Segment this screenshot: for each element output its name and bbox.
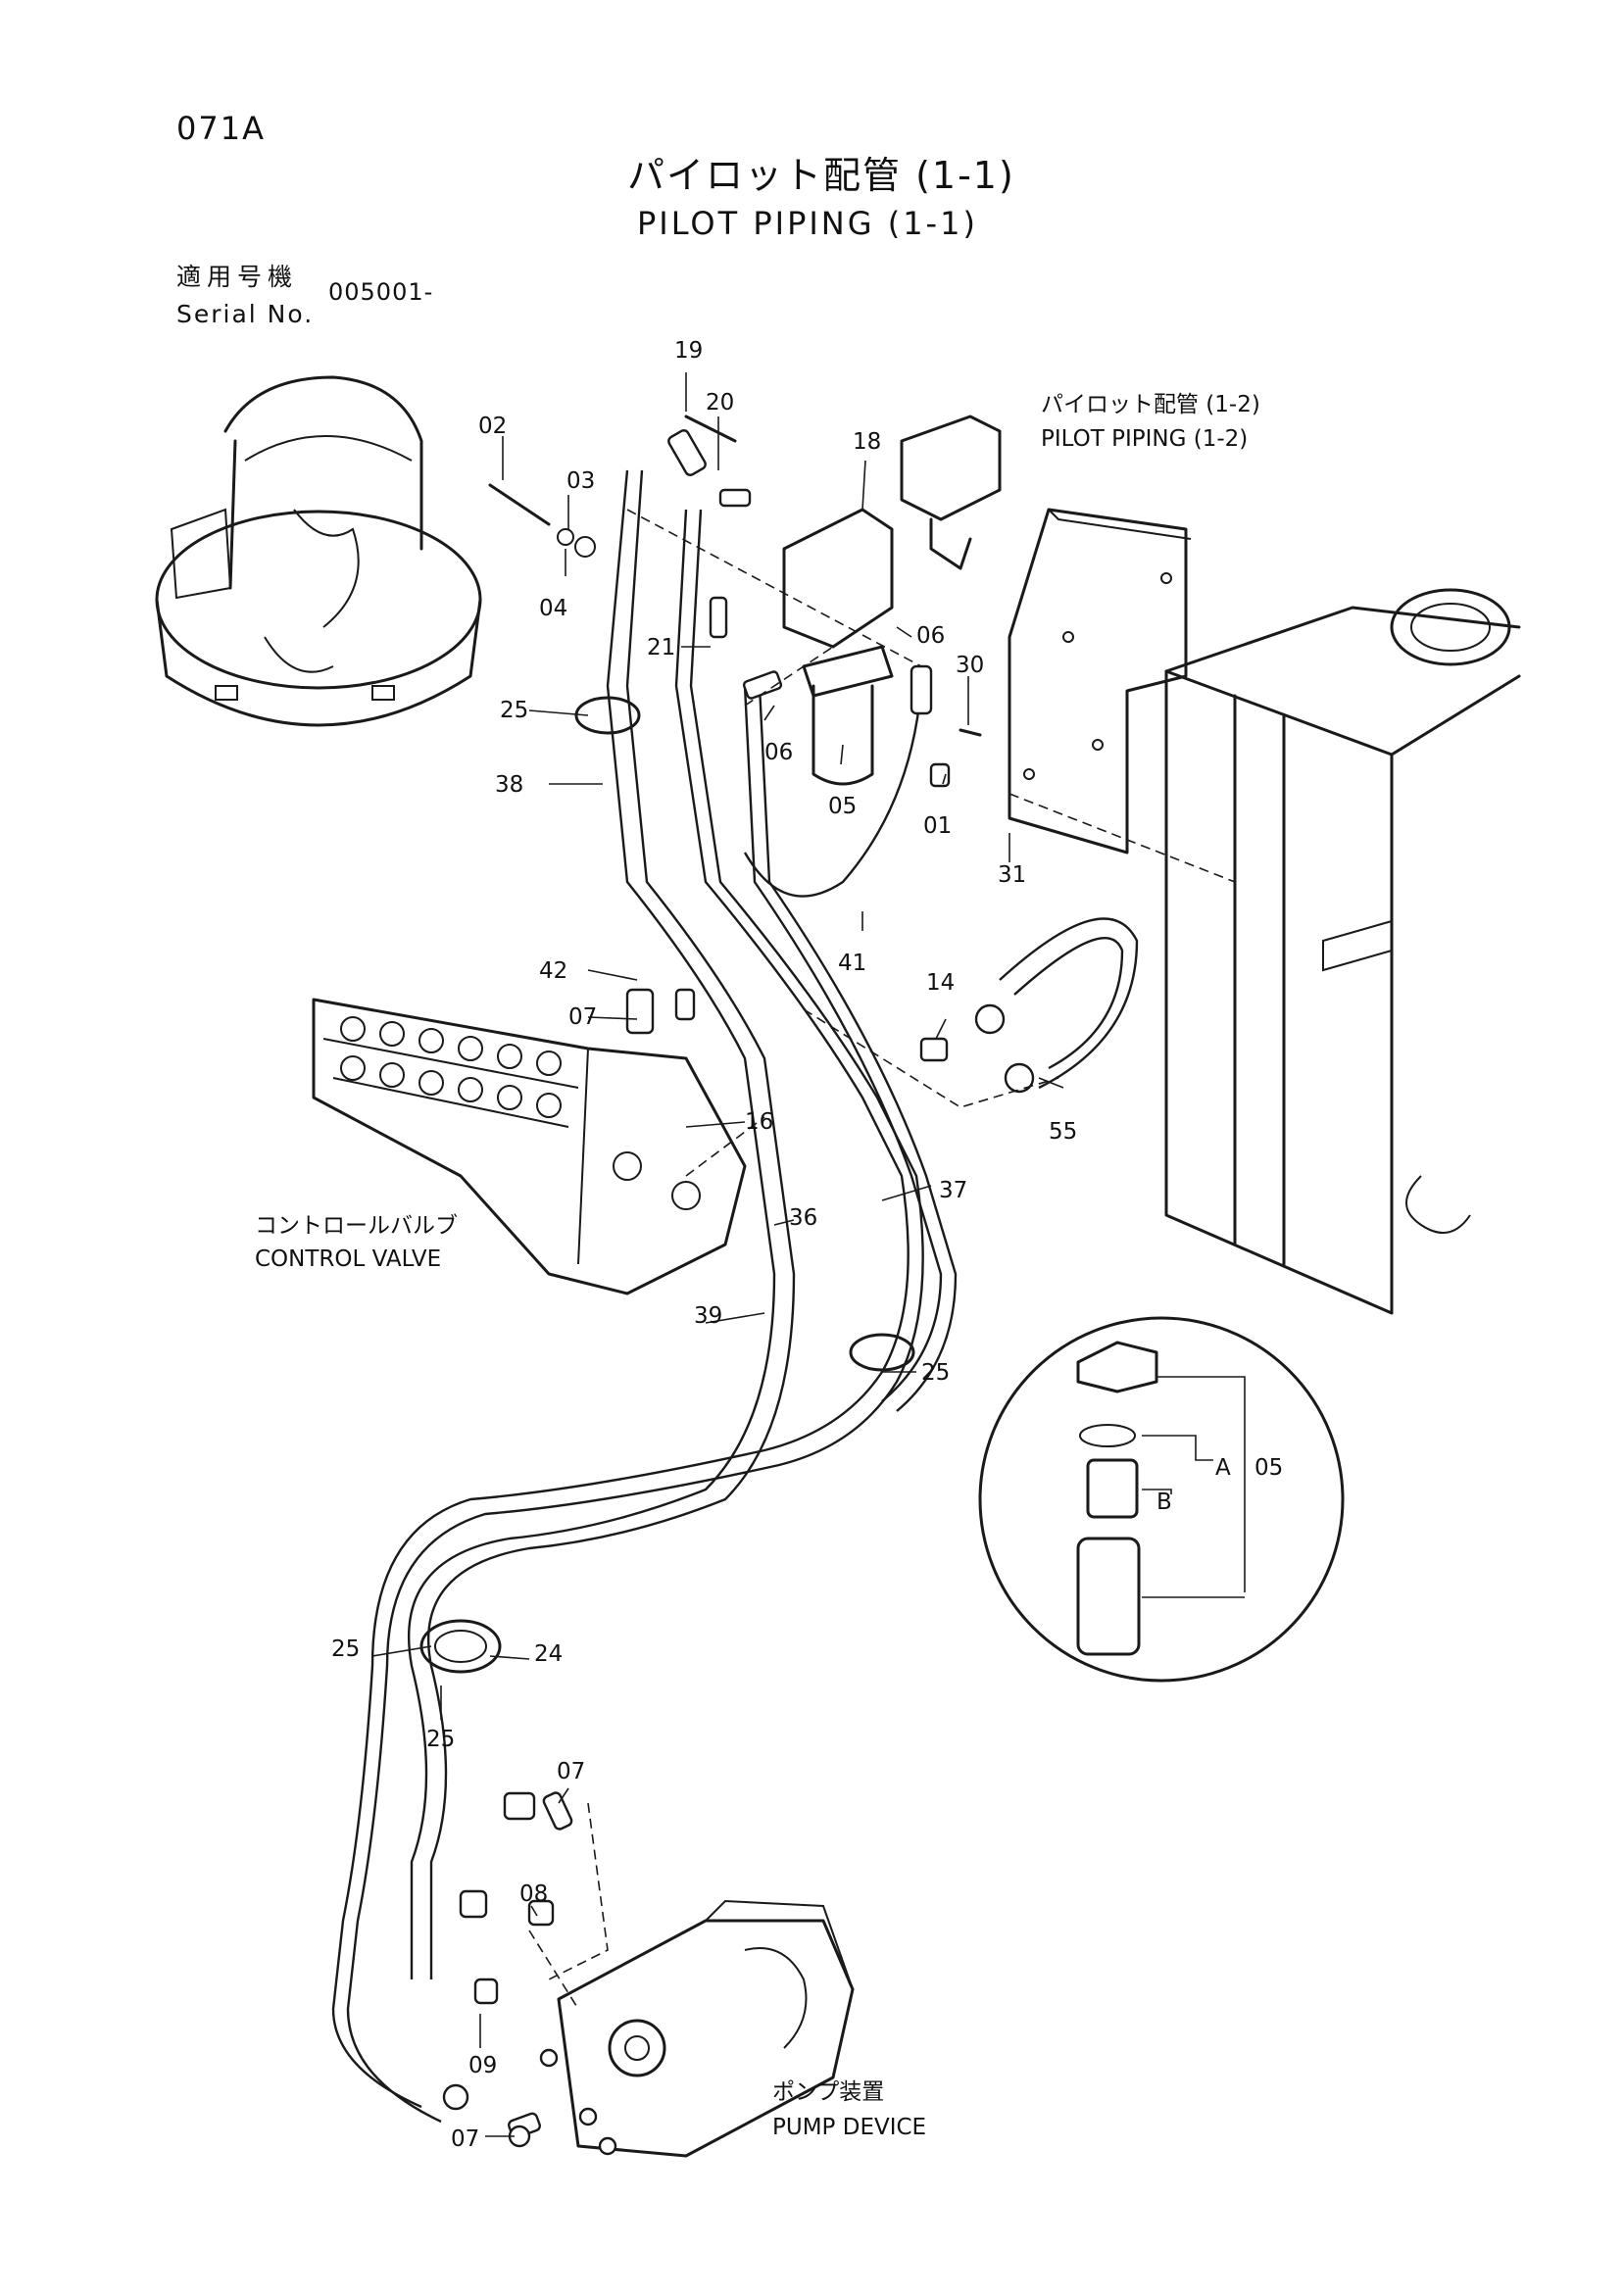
- part-label-41: 41: [838, 951, 866, 976]
- part-label-05: 05: [828, 794, 857, 819]
- part-label-37: 37: [939, 1178, 967, 1203]
- component-callouts: パイロット配管 (1-2) PILOT PIPING (1-2) コントロールバ…: [255, 392, 1260, 2140]
- dashed-alignment-lines: [528, 509, 1236, 2010]
- excavator-overview-drawing: [155, 375, 482, 727]
- page-title-jp: パイロット配管 (1-1): [627, 154, 1015, 197]
- part-label-18: 18: [853, 429, 881, 455]
- pilot-filter-drawing: [782, 415, 1002, 786]
- callout-pilot-piping-12-jp: パイロット配管 (1-2): [1041, 392, 1260, 417]
- part-label-07b: 07: [557, 1759, 585, 1784]
- callout-control-valve-en: CONTROL VALVE: [255, 1246, 441, 1272]
- callout-leaders: [371, 372, 1064, 2137]
- serial-value: 005001-: [328, 278, 434, 306]
- part-label-24: 24: [534, 1641, 563, 1667]
- part-label-19: 19: [674, 338, 703, 364]
- part-label-07c: 07: [451, 2126, 479, 2152]
- part-labels: 19 20 18 02 03 04 21 25 38 06 30 06 05 0…: [331, 338, 1283, 2152]
- callout-pump-device-en: PUMP DEVICE: [772, 2115, 926, 2140]
- serial-label-jp: 適用号機: [176, 263, 299, 291]
- part-label-25b: 25: [921, 1360, 950, 1386]
- detail-label-a: A: [1215, 1455, 1231, 1481]
- part-label-06b: 06: [764, 740, 793, 765]
- hose-clamps: [419, 696, 915, 1674]
- part-label-08: 08: [519, 1881, 548, 1907]
- part-label-55: 55: [1049, 1119, 1077, 1145]
- part-label-03: 03: [566, 468, 595, 494]
- page-title-en: PILOT PIPING (1-1): [637, 205, 978, 242]
- part-label-02: 02: [478, 414, 507, 439]
- part-label-21: 21: [647, 635, 675, 660]
- part-label-39: 39: [694, 1303, 722, 1329]
- filter-detail-circle: [978, 1316, 1345, 1683]
- detail-label-b: B: [1156, 1490, 1172, 1515]
- part-label-25a: 25: [500, 698, 528, 723]
- callout-control-valve-jp: コントロールバルブ: [255, 1213, 458, 1239]
- callout-pump-device-jp: ポンプ装置: [772, 2079, 884, 2105]
- part-label-42: 42: [539, 958, 567, 984]
- part-label-05b: 05: [1254, 1455, 1283, 1481]
- part-label-31: 31: [998, 862, 1026, 888]
- part-label-36: 36: [789, 1205, 817, 1231]
- fittings: [442, 429, 1035, 2148]
- part-label-38: 38: [495, 772, 523, 798]
- pilot-hoses: [331, 469, 1139, 2124]
- bracket-plate-drawing: [1008, 508, 1192, 855]
- part-label-14: 14: [926, 970, 955, 996]
- pump-device-drawing: [539, 1899, 855, 2158]
- part-label-25d: 25: [426, 1727, 455, 1752]
- part-label-25c: 25: [331, 1637, 360, 1662]
- part-label-16: 16: [745, 1109, 773, 1135]
- part-label-30: 30: [956, 653, 984, 678]
- part-label-06a: 06: [916, 623, 945, 649]
- page-code: 071A: [176, 110, 266, 147]
- part-label-09: 09: [468, 2053, 497, 2078]
- callout-pilot-piping-12-en: PILOT PIPING (1-2): [1041, 426, 1248, 452]
- part-label-01: 01: [923, 813, 952, 839]
- hydraulic-tank-drawing: [1164, 588, 1521, 1315]
- serial-label-en: Serial No.: [176, 300, 315, 328]
- part-label-20: 20: [706, 390, 734, 415]
- part-label-07a: 07: [568, 1004, 597, 1030]
- bolts: [488, 415, 982, 737]
- control-valve-drawing: [312, 998, 747, 1295]
- part-label-04: 04: [539, 596, 567, 621]
